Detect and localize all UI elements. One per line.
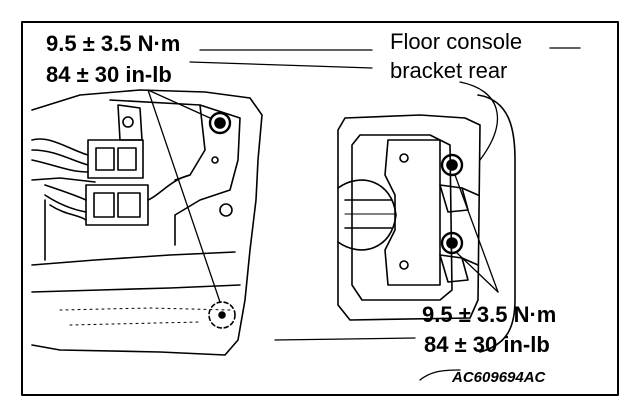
right-bracket-assembly (337, 94, 516, 353)
torque-left-metric: 9.5 ± 3.5 N·m (46, 31, 181, 56)
torque-right-metric: 9.5 ± 3.5 N·m (422, 302, 557, 327)
hidden-bolt-marker (208, 301, 236, 329)
bolt-icon (440, 153, 464, 177)
bolt-icon (440, 231, 464, 255)
figure-code: AC609694AC (452, 369, 546, 386)
bolt-icon (208, 111, 232, 135)
left-bracket-assembly (31, 89, 263, 356)
callout-line-2: bracket rear (390, 58, 508, 83)
callout-line-1: Floor console (390, 29, 523, 54)
figure-frame (21, 21, 619, 396)
leader-lines (147, 47, 581, 381)
torque-left-imperial: 84 ± 30 in-lb (46, 62, 172, 87)
connector-upper (87, 139, 144, 179)
connector-lower (85, 184, 149, 226)
torque-right-imperial: 84 ± 30 in-lb (424, 332, 550, 357)
